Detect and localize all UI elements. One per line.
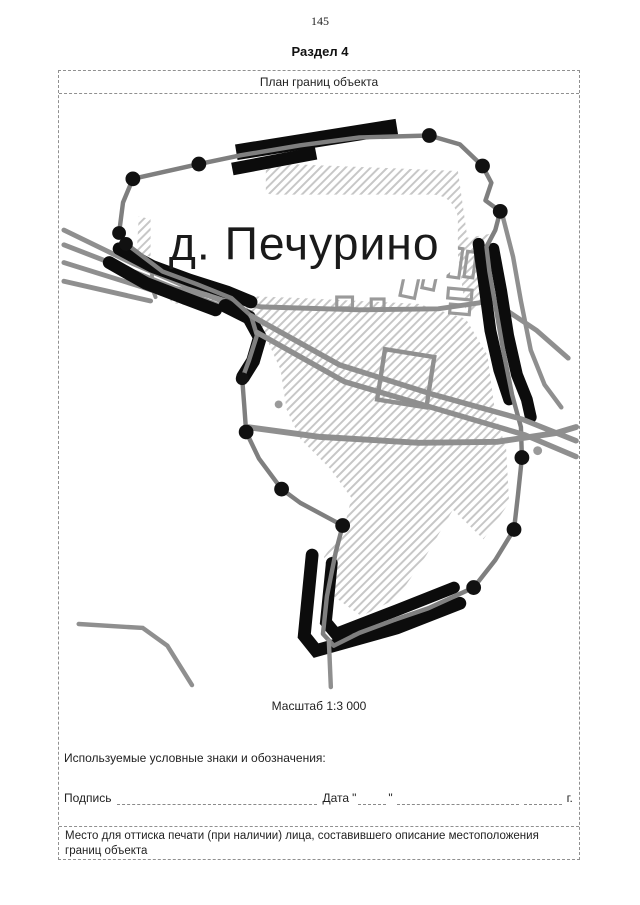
date-month-blank (396, 791, 519, 805)
village-label-plate (150, 194, 458, 280)
boundary-line (116, 133, 525, 648)
stamp-note: Место для оттиска печати (при наличии) л… (65, 830, 539, 857)
page-number: 145 (311, 14, 329, 28)
signature-blank (116, 791, 317, 805)
legend-caption: Используемые условные знаки и обозначени… (64, 751, 326, 765)
boundary-bands (102, 118, 537, 658)
year-suffix: г. (566, 791, 573, 805)
village-label: д. Печурино (169, 218, 440, 270)
map-scale: Масштаб 1:3 000 (271, 699, 367, 713)
date-day-blank (358, 791, 387, 805)
plan-header: План границ объекта (59, 71, 579, 94)
date-year-blank (523, 791, 562, 805)
section-title: Раздел 4 (291, 44, 349, 59)
plan-table: План границ объекта (58, 70, 580, 860)
boundary-plan-map: д. Печурино (61, 118, 579, 690)
roads-front (244, 212, 579, 690)
date-label: Дата (322, 791, 350, 805)
signature-label: Подпись (64, 791, 112, 805)
map-cell: д. Печурино Масштаб 1:3 000 Используемые… (59, 94, 579, 827)
vertex-dots (112, 128, 543, 595)
close-quote: " (388, 791, 393, 805)
open-quote: " (352, 791, 357, 805)
signature-row: Подпись Дата " " г. (64, 791, 575, 805)
